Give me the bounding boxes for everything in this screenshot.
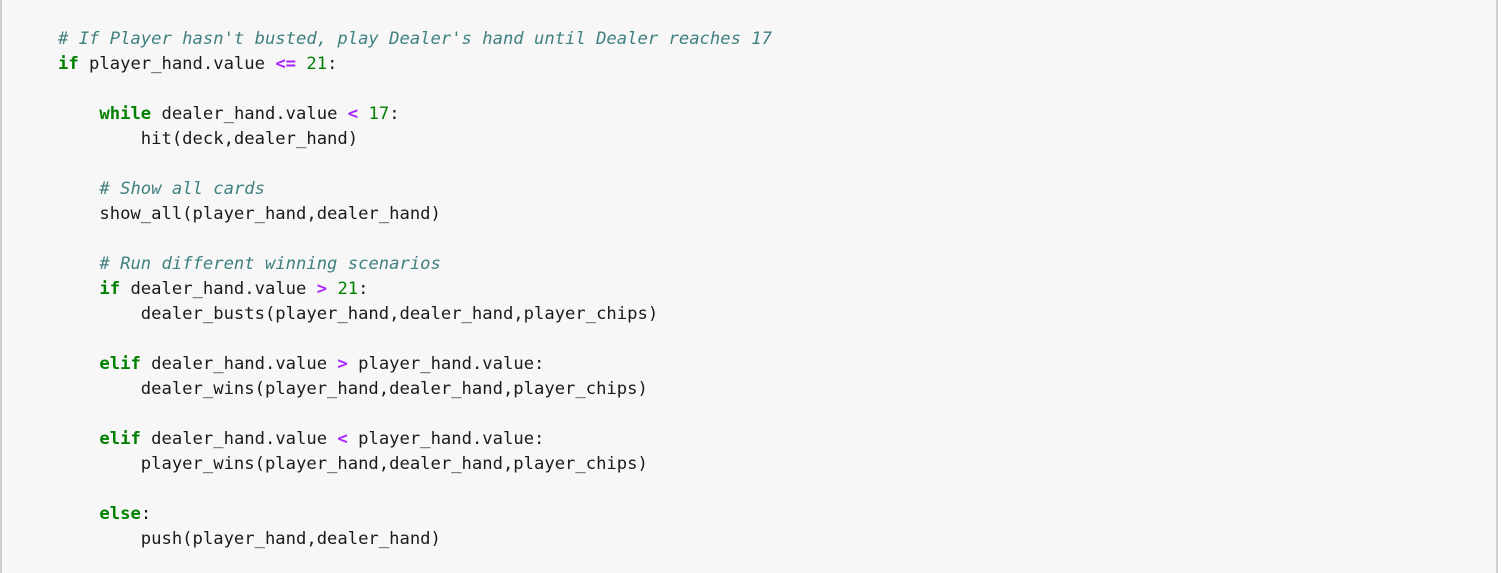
code-keyword: elif bbox=[99, 429, 141, 449]
code-line: else: bbox=[58, 502, 772, 527]
code-text: dealer_wins(player_hand,dealer_hand,play… bbox=[58, 379, 648, 399]
code-line: elif dealer_hand.value < player_hand.val… bbox=[58, 427, 772, 452]
code-text: player_hand.value bbox=[78, 54, 276, 74]
code-text: dealer_busts(player_hand,dealer_hand,pla… bbox=[58, 304, 659, 324]
code-line: ​ bbox=[58, 227, 772, 252]
code-text bbox=[58, 504, 99, 524]
code-text: player_hand.value: bbox=[347, 429, 545, 449]
code-line: push(player_hand,dealer_hand) bbox=[58, 527, 772, 552]
code-text: : bbox=[358, 279, 369, 299]
code-keyword: while bbox=[99, 104, 152, 124]
code-number: 21 bbox=[337, 279, 359, 299]
code-operator: < bbox=[337, 429, 348, 449]
code-comment: # Run different winning scenarios bbox=[99, 254, 441, 274]
code-line: ​ bbox=[58, 152, 772, 177]
code-text bbox=[58, 254, 99, 274]
code-text bbox=[327, 279, 337, 299]
code-line: elif dealer_hand.value > player_hand.val… bbox=[58, 352, 772, 377]
code-text: dealer_hand.value bbox=[120, 279, 317, 299]
code-line: # If Player hasn't busted, play Dealer's… bbox=[58, 27, 772, 52]
code-text bbox=[358, 104, 368, 124]
code-text: : bbox=[327, 54, 338, 74]
code-line: ​ bbox=[58, 477, 772, 502]
code-text bbox=[296, 54, 306, 74]
code-text bbox=[58, 429, 99, 449]
code-line: while dealer_hand.value < 17: bbox=[58, 102, 772, 127]
code-text bbox=[58, 279, 99, 299]
code-text bbox=[58, 104, 99, 124]
code-text: : bbox=[389, 104, 400, 124]
code-text: hit(deck,dealer_hand) bbox=[58, 129, 359, 149]
code-line: ​ bbox=[58, 402, 772, 427]
code-operator: > bbox=[316, 279, 328, 299]
code-operator: > bbox=[337, 354, 348, 374]
code-number: 21 bbox=[306, 54, 328, 74]
code-keyword: elif bbox=[99, 354, 141, 374]
code-line: if player_hand.value <= 21: bbox=[58, 52, 772, 77]
code-line: dealer_wins(player_hand,dealer_hand,play… bbox=[58, 377, 772, 402]
code-keyword: if bbox=[99, 279, 121, 299]
code-text: : bbox=[140, 504, 152, 524]
code-text bbox=[58, 354, 99, 374]
code-text: show_all(player_hand,dealer_hand) bbox=[58, 204, 441, 224]
code-text: player_hand.value: bbox=[347, 354, 545, 374]
code-text bbox=[58, 179, 99, 199]
code-line: hit(deck,dealer_hand) bbox=[58, 127, 772, 152]
code-keyword: else bbox=[99, 504, 141, 524]
code-text: push(player_hand,dealer_hand) bbox=[58, 529, 441, 549]
code-number: 17 bbox=[368, 104, 390, 124]
code-text: dealer_hand.value bbox=[140, 354, 338, 374]
code-line: ​ bbox=[58, 327, 772, 352]
code-text: dealer_hand.value bbox=[151, 104, 348, 124]
code-line: if dealer_hand.value > 21: bbox=[58, 277, 772, 302]
code-line: dealer_busts(player_hand,dealer_hand,pla… bbox=[58, 302, 772, 327]
code-comment: # If Player hasn't busted, play Dealer's… bbox=[58, 29, 772, 49]
code-comment: # Show all cards bbox=[99, 179, 265, 199]
code-text: dealer_hand.value bbox=[140, 429, 338, 449]
code-keyword: if bbox=[58, 54, 79, 74]
code-operator: < bbox=[347, 104, 359, 124]
code-line: # Run different winning scenarios bbox=[58, 252, 772, 277]
code-editor[interactable]: # If Player hasn't busted, play Dealer's… bbox=[58, 27, 772, 552]
code-operator: <= bbox=[275, 54, 297, 74]
code-line: ​ bbox=[58, 77, 772, 102]
code-text: player_wins(player_hand,dealer_hand,play… bbox=[58, 454, 648, 474]
code-line: player_wins(player_hand,dealer_hand,play… bbox=[58, 452, 772, 477]
code-line: show_all(player_hand,dealer_hand) bbox=[58, 202, 772, 227]
code-line: # Show all cards bbox=[58, 177, 772, 202]
